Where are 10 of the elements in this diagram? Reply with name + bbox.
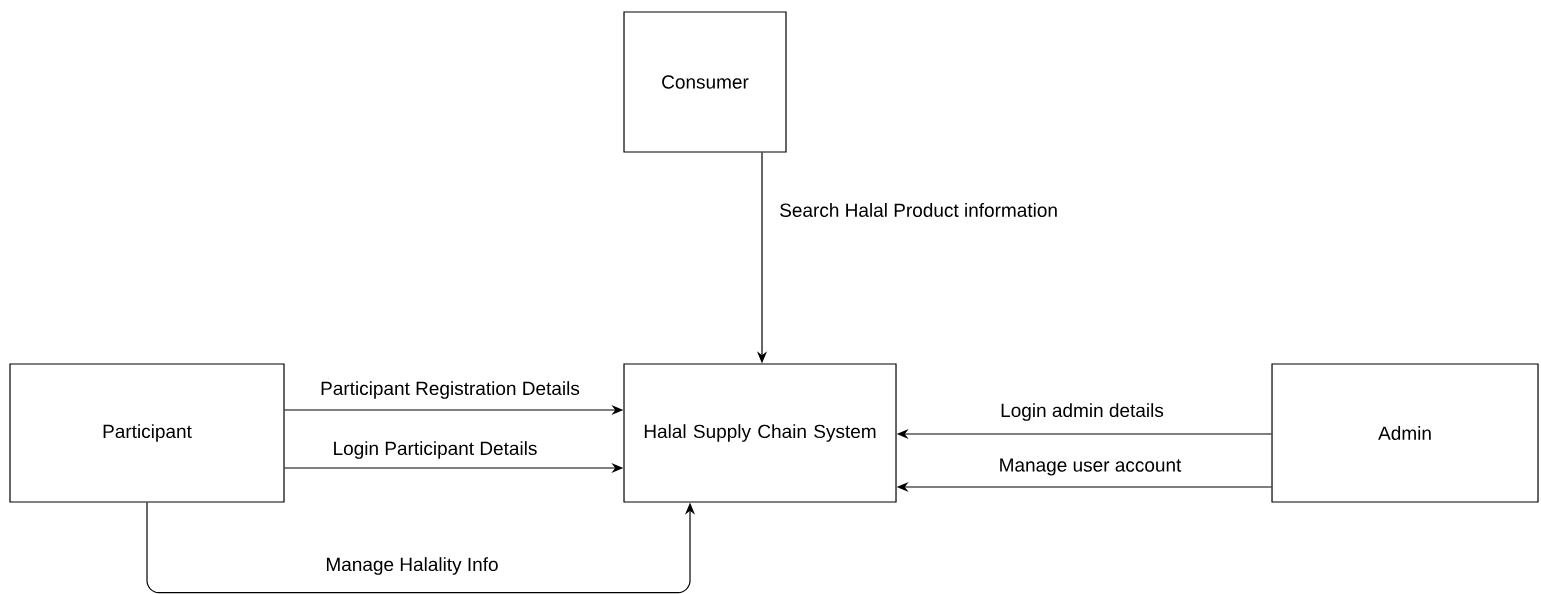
entity-box: Consumer [623,11,787,153]
entity-box: Admin [1271,363,1539,503]
entity-box: Participant [9,363,285,503]
entity-box: Halal Supply Chain System [623,363,897,503]
edge-label: Login admin details [999,402,1165,422]
edge-label: Manage user account [997,457,1183,477]
edge-label: Login Participant Details [331,440,539,460]
edge-label: Search Halal Product information [778,202,1059,218]
edge-label: Participant Registration Details [319,380,581,400]
edge-label: Manage Halality Info [324,556,500,576]
